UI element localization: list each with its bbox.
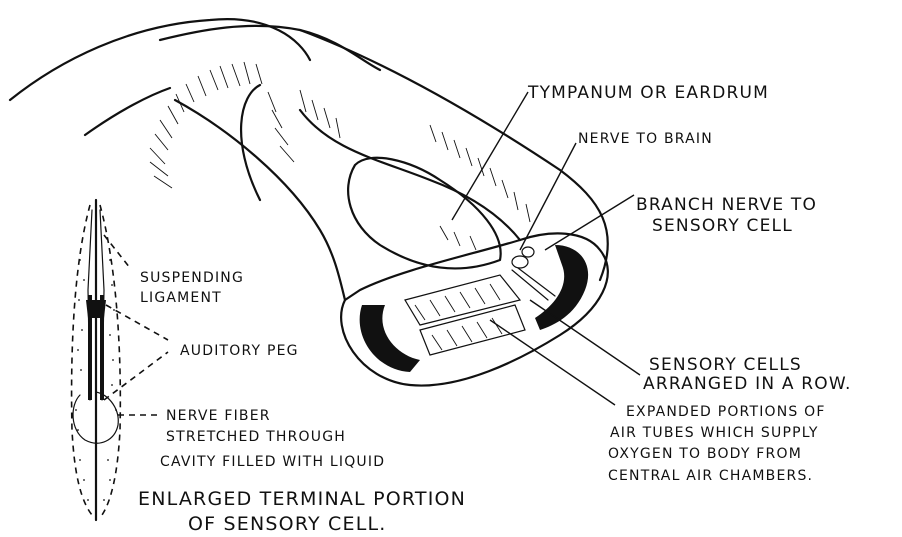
label-branch-nerve-line2: SENSORY CELL	[652, 216, 793, 236]
sensory-cell-enlargement	[72, 200, 121, 520]
label-branch-nerve-line1: BRANCH NERVE TO	[636, 195, 817, 215]
label-sensory-cells-line2: ARRANGED IN A ROW.	[643, 374, 852, 394]
tube-cross-section	[341, 233, 608, 385]
label-expanded-line4: CENTRAL AIR CHAMBERS.	[608, 468, 813, 484]
label-suspending-line1: SUSPENDING	[140, 270, 244, 286]
label-expanded-line2: AIR TUBES WHICH SUPPLY	[610, 425, 819, 441]
label-nerve-fiber-line1: NERVE FIBER	[166, 408, 271, 424]
label-nerve-fiber-line3: CAVITY FILLED WITH LIQUID	[160, 454, 385, 470]
leg-illustration	[10, 19, 608, 385]
label-nerve-to-brain: NERVE TO BRAIN	[578, 131, 713, 147]
label-tympanum: TYMPANUM OR EARDRUM	[527, 83, 769, 103]
label-expanded-line1: EXPANDED PORTIONS OF	[626, 404, 826, 420]
label-auditory-peg: AUDITORY PEG	[180, 343, 299, 359]
caption-line1: ENLARGED TERMINAL PORTION	[138, 488, 466, 510]
label-nerve-fiber-line2: STRETCHED THROUGH	[166, 429, 346, 445]
label-expanded-line3: OXYGEN TO BODY FROM	[608, 446, 802, 462]
caption-line2: OF SENSORY CELL.	[188, 513, 387, 535]
label-sensory-cells-line1: SENSORY CELLS	[649, 355, 802, 375]
shading-hatch	[150, 62, 530, 250]
label-suspending-line2: LIGAMENT	[140, 290, 222, 306]
